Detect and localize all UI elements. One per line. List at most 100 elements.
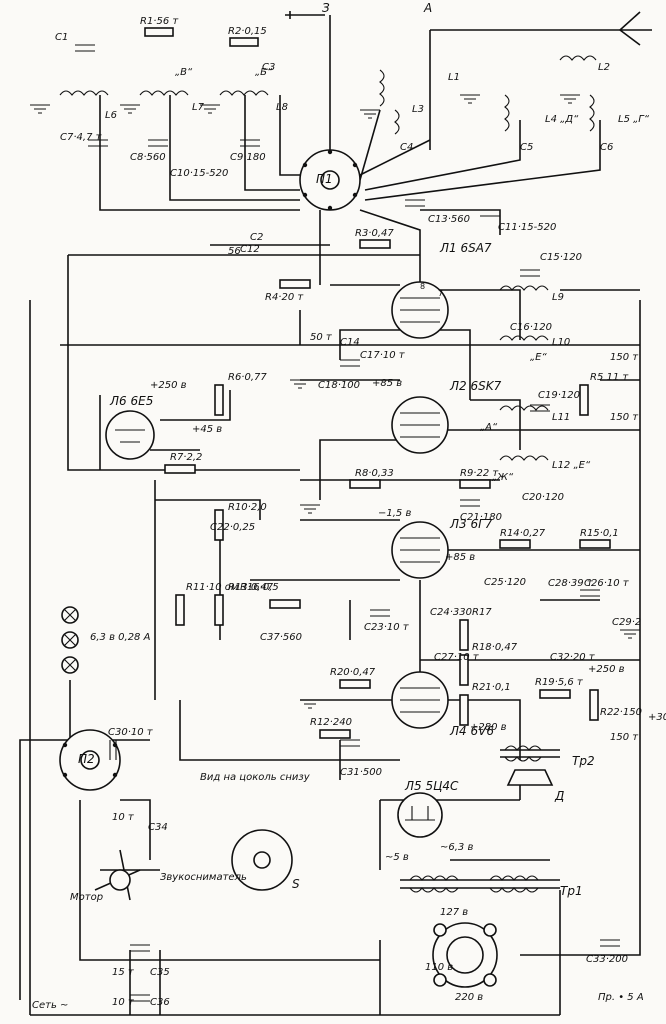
ground-symbols	[30, 94, 640, 709]
r14-label: R14·0,27	[500, 528, 546, 539]
inductor-l5-label: L5 „Г“	[618, 114, 650, 125]
inductor-l8-label: L8	[276, 102, 288, 113]
base-view-label: Вид на цоколь снизу	[200, 772, 311, 783]
fuse-label: Пр. • 5 А	[598, 992, 644, 1003]
c19-label: С19·120	[538, 390, 580, 401]
voltage-63: ~6,3 в	[440, 842, 473, 853]
tube-l3	[391, 521, 449, 579]
r8-label: R8·0,33	[355, 468, 394, 479]
voltage-280: +280 в	[470, 722, 507, 733]
r13-label: R13·0,47	[228, 582, 274, 593]
svg-text:8: 8	[420, 282, 425, 291]
c17-label: С17·10 т	[360, 350, 406, 361]
r6-label: R6·0,77	[228, 372, 267, 383]
lamp-rating: 6,3 в 0,28 А	[90, 632, 151, 643]
r21-label: R21·0,1	[472, 682, 511, 693]
voltage-300: +300 в	[648, 712, 666, 723]
value-10t-b-label: 10 т	[112, 997, 135, 1008]
c8-label: С8·560	[130, 152, 166, 163]
c9-label: С9·180	[230, 152, 266, 163]
inductor-l6-label: L6	[105, 110, 117, 121]
inductor-l9-label: L9	[552, 292, 564, 303]
labels: З А R1·56 т R2·0,15 R3·0,47 R4·20 т R5 1…	[32, 1, 666, 1011]
c18-label: С18·100	[318, 380, 360, 391]
tube-l4-label: Л4 6V6	[449, 724, 494, 738]
r2-label: R2·0,15	[228, 26, 267, 37]
voltage-selector	[432, 922, 498, 988]
value-150t-c-label: 150 т	[610, 732, 639, 743]
voltage-110: 110 в	[425, 962, 453, 973]
value-150t-a-label: 150 т	[610, 352, 639, 363]
pickup-arm	[94, 849, 141, 901]
c21-label: С21·180	[460, 512, 502, 523]
c37-label: С37·560	[260, 632, 302, 643]
voltage-45: +45 в	[192, 424, 222, 435]
inductor-l11-label: L11	[552, 412, 570, 423]
value-15t-label: 15 т	[112, 967, 135, 978]
c26-label: С26·10 т	[584, 578, 630, 589]
speaker-icon	[506, 769, 554, 786]
r4-label: R4·20 т	[265, 292, 304, 303]
r15-label: R15·0,1	[580, 528, 619, 539]
tube-l5	[397, 792, 443, 838]
c25-label: С25·120	[484, 577, 526, 588]
tr2-label: Тр2	[572, 754, 595, 768]
r3-label: R3·0,47	[355, 228, 394, 239]
c32-label: С32·20 т	[550, 652, 596, 663]
value-56-label: 56	[228, 246, 241, 257]
power-transformer	[400, 875, 560, 893]
r11-label: R11·10 ом	[186, 582, 239, 593]
r7-label: R7·2,2	[170, 452, 202, 463]
r1-label: R1·56 т	[140, 16, 179, 27]
tube-l4	[391, 671, 449, 729]
r16-label: R16·0,5	[240, 582, 279, 593]
value-150t-b-label: 150 т	[610, 412, 639, 423]
c23-label: С23·10 т	[364, 622, 410, 633]
c14-label: С14	[340, 337, 360, 348]
c24-label: С24·330	[430, 607, 472, 618]
r20-label: R20·0,47	[330, 667, 376, 678]
c5-label: С5	[520, 142, 533, 153]
switch-letter: S	[292, 877, 300, 891]
tube-l2-label: Л2 6SK7	[449, 379, 502, 393]
tube-l5-label: Л5 5Ц4С	[404, 779, 459, 793]
mains-label: Сеть ~	[32, 1000, 68, 1011]
c36-label: С36	[150, 997, 170, 1008]
c7-label: С7·4,7 т	[60, 132, 103, 143]
socket-base-view	[231, 829, 293, 891]
value-50t-label: 50 т	[310, 332, 333, 343]
c31-label: С31·500	[340, 767, 382, 778]
r9-label: R9·22 т	[460, 468, 499, 479]
voltage-220: 220 в	[455, 992, 483, 1003]
voltage-85-a: +85 в	[372, 378, 402, 389]
ground-terminal-label: З	[322, 1, 330, 15]
inductor-l1-label: L1	[448, 72, 460, 83]
c13-label: С13·560	[428, 214, 470, 225]
voltage-5: ~5 в	[385, 852, 409, 863]
if-coils	[499, 285, 549, 461]
motor-label: Мотор	[70, 892, 103, 903]
r18-label: R18·0,47	[472, 642, 518, 653]
pickup-label: Звукосниматель	[160, 872, 247, 883]
tube-l2	[391, 396, 449, 454]
inductor-l4-label: L4 „Д“	[545, 114, 579, 125]
c22-label: С22·0,25	[210, 522, 255, 533]
c30-label: С30·10 т	[108, 727, 154, 738]
switch-p2-label: П2	[78, 752, 95, 766]
voltage-127: 127 в	[440, 907, 468, 918]
c4-label: С4	[400, 142, 413, 153]
speaker-letter: Д	[554, 789, 564, 803]
c29-label: С29·2	[612, 617, 641, 628]
tube-l6-label: Л6 6Е5	[109, 394, 153, 408]
value-10t-a-label: 10 т	[112, 812, 135, 823]
r10-label: R10·2,0	[228, 502, 267, 513]
c3-label: С3	[262, 62, 275, 73]
band-e-label: „Е“	[530, 352, 547, 363]
band-a-label: „А“	[480, 422, 498, 433]
output-transformer	[500, 745, 560, 762]
band-zh-label: „Ж“	[492, 472, 514, 483]
voltage-250-right: +250 в	[588, 664, 625, 675]
c1-label: С1	[55, 32, 68, 43]
inductor-l3-label: L3	[412, 104, 424, 115]
